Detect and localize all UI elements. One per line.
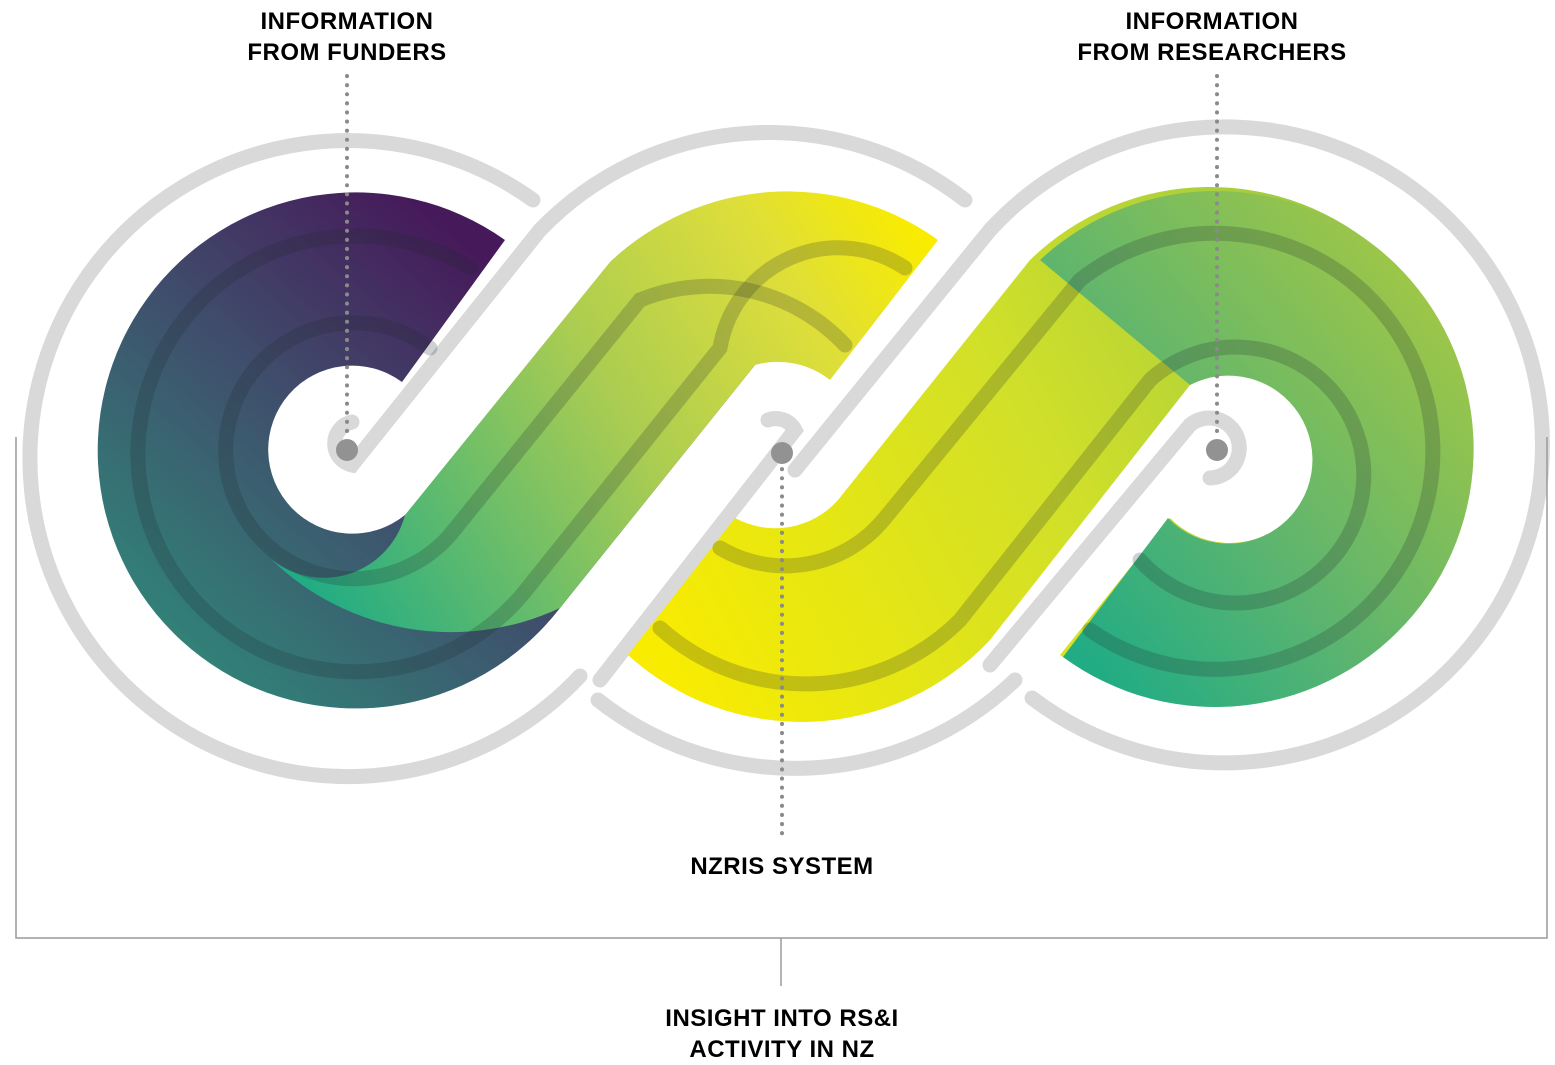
researchers-label-line2: FROM RESEARCHERS [1077, 39, 1347, 66]
bottom-bracket [15, 437, 1548, 986]
funders-label: INFORMATION FROM FUNDERS [222, 6, 472, 68]
band-researchers [1040, 190, 1474, 707]
system-label-line1: NZRIS SYSTEM [690, 853, 874, 880]
funders-label-line1: INFORMATION [260, 8, 434, 35]
funders-node-dot [336, 439, 358, 461]
callout-lines [345, 74, 1219, 840]
researchers-label: INFORMATION FROM RESEARCHERS [1052, 6, 1372, 68]
outer-ring-middle [327, 125, 1023, 776]
researchers-label-line1: INFORMATION [1125, 8, 1299, 35]
outer-ring-left [22, 133, 588, 785]
outer-ring-right [592, 119, 1550, 771]
researchers-node-dot [1206, 439, 1228, 461]
system-label: NZRIS SYSTEM [652, 851, 912, 882]
system-node-dot [771, 442, 793, 464]
insight-label-line2: ACTIVITY IN NZ [689, 1036, 875, 1063]
inner-rails [130, 225, 1441, 692]
band-funders [97, 192, 755, 709]
band-middle-left [272, 191, 938, 633]
funders-label-line2: FROM FUNDERS [247, 39, 447, 66]
insight-label-line1: INSIGHT INTO RS&I [665, 1005, 899, 1032]
